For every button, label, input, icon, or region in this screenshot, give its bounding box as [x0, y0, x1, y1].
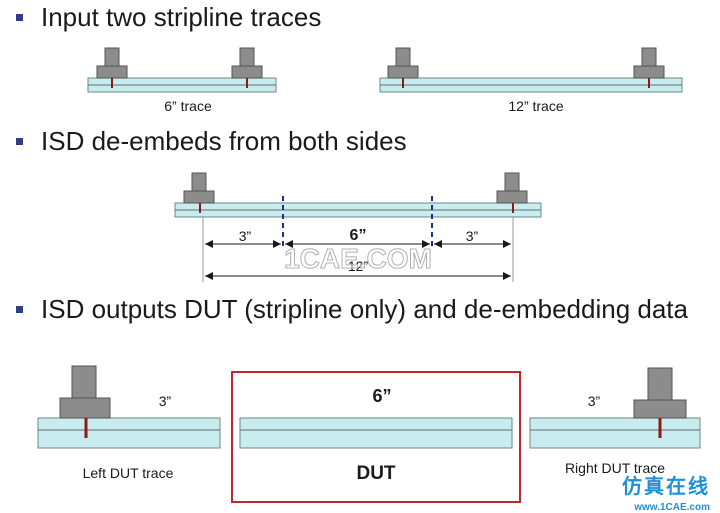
- bullet-3: ISD outputs DUT (stripline only) and de-…: [16, 294, 701, 324]
- connector-right: [496, 172, 528, 213]
- dut-caption: DUT: [356, 463, 395, 484]
- bullet-2: ISD de-embeds from both sides: [16, 126, 407, 156]
- board: [239, 417, 513, 449]
- trace-6in-assembly: 6” trace: [87, 47, 277, 114]
- deembed-assembly: 3” 6” 3” 12”: [174, 172, 542, 282]
- dut-length: 6”: [372, 386, 391, 406]
- board: [37, 417, 221, 449]
- bullet-2-text: ISD de-embeds from both sides: [41, 126, 407, 156]
- watermark-cn: 仿真在线: [622, 474, 710, 498]
- bullet-marker: [16, 138, 23, 145]
- watermark-center: 1CAE.COM: [284, 243, 432, 274]
- right-dut-assembly: 3” Right DUT trace: [529, 367, 701, 476]
- connector-left: [387, 47, 419, 88]
- connector-right: [633, 367, 687, 438]
- right-dut-caption: Right DUT trace: [565, 460, 665, 476]
- bullet-1: Input two stripline traces: [16, 2, 321, 32]
- bullet-marker: [16, 14, 23, 21]
- left-dut-assembly: 3” Left DUT trace: [37, 365, 221, 481]
- dut-outline: [231, 371, 521, 503]
- trace-12in-label: 12” trace: [508, 98, 563, 114]
- dut-box: 6” DUT: [231, 371, 521, 503]
- trace-12in-assembly: 12” trace: [379, 47, 683, 114]
- dim-total-label: 12”: [348, 258, 369, 274]
- bullet-1-text: Input two stripline traces: [41, 2, 322, 32]
- trace-6in-label: 6” trace: [164, 98, 212, 114]
- dim-right-label: 3”: [466, 228, 479, 244]
- dim-left-label: 3”: [239, 228, 252, 244]
- connector-right: [231, 47, 263, 88]
- connector-left: [59, 365, 111, 438]
- left-dut-caption: Left DUT trace: [83, 465, 174, 481]
- bullet-3-text: ISD outputs DUT (stripline only) and de-…: [41, 294, 688, 324]
- watermark-url: www.1CAE.com: [634, 502, 710, 513]
- connector-left: [183, 172, 215, 213]
- connector-left: [96, 47, 128, 88]
- left-dut-length: 3”: [159, 393, 172, 409]
- board: [529, 417, 701, 449]
- right-dut-length: 3”: [588, 393, 601, 409]
- bullet-marker: [16, 306, 23, 313]
- connector-right: [633, 47, 665, 88]
- dim-center-label: 6”: [350, 227, 367, 244]
